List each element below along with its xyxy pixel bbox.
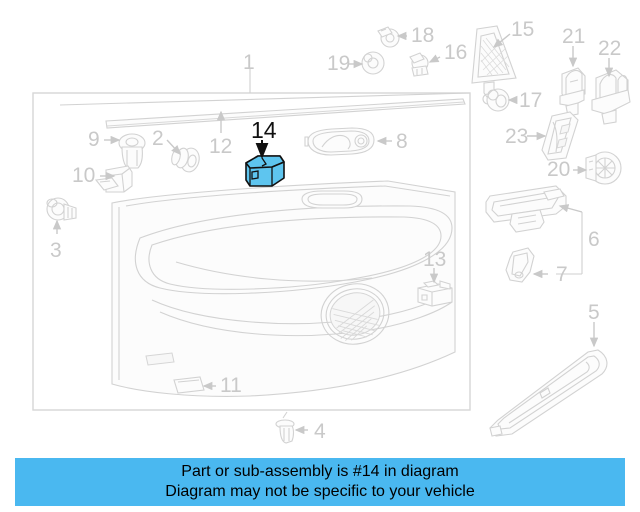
notice-line-2: Diagram may not be specific to your vehi… <box>165 483 475 500</box>
callout-label-19: 19 <box>327 52 351 75</box>
part-17-grommet <box>486 88 510 112</box>
door-trim-panel <box>111 127 456 397</box>
part-8-inside-handle-bezel <box>304 127 375 156</box>
part-14-highlighted-switch <box>245 155 285 187</box>
callout-label-1: 1 <box>243 51 255 74</box>
part-22-window-switch-double <box>591 69 631 125</box>
door-pull-cup <box>301 190 363 209</box>
callout-label-15: 15 <box>511 18 535 41</box>
callout-label-21: 21 <box>562 25 586 48</box>
leader-lines <box>52 31 614 435</box>
callout-label-17: 17 <box>519 89 543 112</box>
part-4-screw <box>275 411 295 444</box>
callout-label-8: 8 <box>396 130 408 153</box>
part-15-sail-trim-cover <box>471 25 517 105</box>
callout-label-3: 3 <box>50 239 62 262</box>
callout-label-2: 2 <box>152 127 164 150</box>
part-18-push-pin-clip <box>377 26 400 48</box>
notice-line-1: Part or sub-assembly is #14 in diagram <box>181 463 459 480</box>
part-notice-banner: Part or sub-assembly is #14 in diagram D… <box>15 458 625 506</box>
part-6-pull-handle-assembly <box>485 185 567 233</box>
callout-label-18: 18 <box>411 24 435 47</box>
callout-label-12: 12 <box>209 135 233 158</box>
callout-label-22: 22 <box>598 37 622 60</box>
callout-label-23: 23 <box>505 125 529 148</box>
part-1-belt-moulding <box>59 92 471 129</box>
part-19-grommet <box>361 51 385 75</box>
callout-label-11: 11 <box>220 374 242 397</box>
callout-label-13: 13 <box>423 248 447 271</box>
part-23-master-switch <box>541 111 579 161</box>
part-7-handle-bracket <box>505 247 535 283</box>
door-speaker-grille <box>320 283 390 345</box>
callout-label-16: 16 <box>444 41 468 64</box>
callout-label-7: 7 <box>556 263 568 286</box>
part-11-trim-plug <box>173 376 205 394</box>
callout-label-10: 10 <box>72 164 96 187</box>
part-5-lower-garnish-strip <box>489 349 608 437</box>
part-9-grommet <box>118 133 146 169</box>
callout-label-4: 4 <box>314 420 326 443</box>
part-20-mirror-switch <box>585 151 622 185</box>
part-3-grommet <box>46 197 77 221</box>
part-13-connector-block <box>417 280 453 307</box>
part-21-window-switch-single <box>559 67 586 117</box>
callout-label-6: 6 <box>588 228 600 251</box>
callout-label-5: 5 <box>588 301 600 324</box>
part-16-push-pin-clip <box>409 52 429 77</box>
callout-label-14: 14 <box>251 117 277 143</box>
callout-label-9: 9 <box>88 128 100 151</box>
callout-label-20: 20 <box>547 158 571 181</box>
